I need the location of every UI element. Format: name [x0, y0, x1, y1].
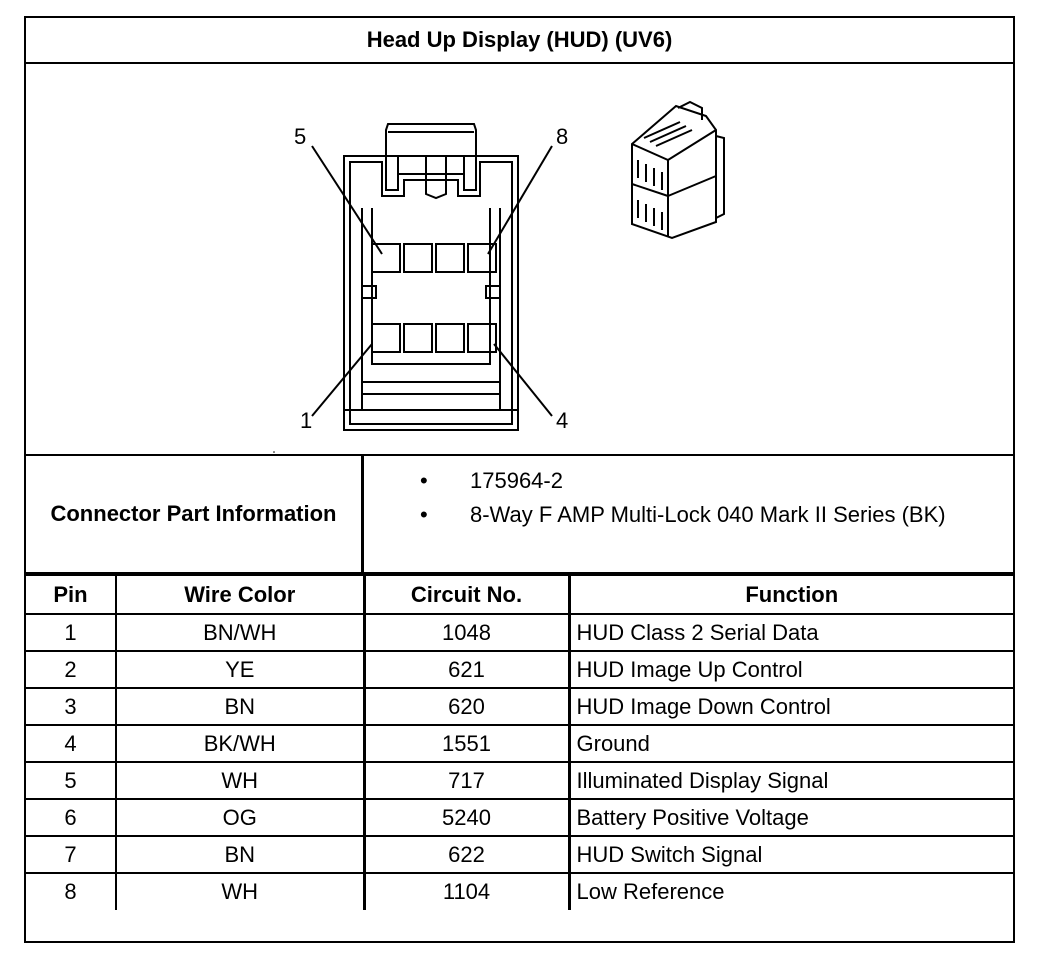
function-cell: Ground	[567, 724, 1013, 763]
connector-face-drawing: 5 8 1 4	[273, 100, 725, 453]
wire-color-cell: BN	[115, 835, 365, 874]
circuit-cell: 620	[362, 687, 570, 726]
table-row: 5 WH 717 Illuminated Display Signal	[26, 761, 1013, 800]
callout-pin-8: 8	[556, 124, 568, 149]
function-cell: Low Reference	[567, 872, 1013, 910]
wire-color-cell: WH	[115, 872, 365, 910]
part-info-list: • 175964-2 • 8-Way F AMP Multi-Lock 040 …	[364, 456, 1013, 572]
wire-color-cell: BN/WH	[115, 613, 365, 652]
pin-cell: 4	[26, 724, 117, 763]
callout-pin-5: 5	[294, 124, 306, 149]
circuit-cell: 621	[362, 650, 570, 689]
column-header-wire-color: Wire Color	[115, 574, 365, 615]
pin-cell: 2	[26, 650, 117, 689]
wire-color-cell: BN	[115, 687, 365, 726]
connector-diagram: 5 8 1 4	[26, 64, 1013, 456]
column-header-circuit: Circuit No.	[362, 574, 570, 615]
table-row: 6 OG 5240 Battery Positive Voltage	[26, 798, 1013, 837]
function-cell: HUD Image Down Control	[567, 687, 1013, 726]
column-header-function: Function	[567, 574, 1013, 615]
table-row: 4 BK/WH 1551 Ground	[26, 724, 1013, 763]
table-row: 8 WH 1104 Low Reference	[26, 872, 1013, 910]
bullet-icon: •	[420, 468, 428, 493]
circuit-cell: 1048	[362, 613, 570, 652]
connector-sheet: Head Up Display (HUD) (UV6)	[24, 16, 1015, 943]
connector-part-information: Connector Part Information • 175964-2 • …	[26, 456, 1013, 574]
function-cell: HUD Image Up Control	[567, 650, 1013, 689]
function-cell: Battery Positive Voltage	[567, 798, 1013, 837]
pin-cell: 6	[26, 798, 117, 837]
part-info-label: Connector Part Information	[26, 456, 364, 572]
wire-color-cell: OG	[115, 798, 365, 837]
wire-color-cell: YE	[115, 650, 365, 689]
pin-cell: 3	[26, 687, 117, 726]
bullet-icon: •	[420, 502, 428, 527]
callout-pin-4: 4	[556, 408, 568, 433]
part-description: 8-Way F AMP Multi-Lock 040 Mark II Serie…	[470, 502, 946, 527]
connector-iso-icon	[631, 100, 725, 240]
wire-color-cell: WH	[115, 761, 365, 800]
pin-cell: 8	[26, 872, 117, 910]
table-row: 7 BN 622 HUD Switch Signal	[26, 835, 1013, 874]
circuit-cell: 622	[362, 835, 570, 874]
wire-color-cell: BK/WH	[115, 724, 365, 763]
circuit-cell: 1104	[362, 872, 570, 910]
callout-pin-1: 1	[300, 408, 312, 433]
pinout-table: Pin Wire Color Circuit No. Function 1 BN…	[26, 574, 1013, 910]
table-header-row: Pin Wire Color Circuit No. Function	[26, 574, 1013, 615]
part-number: 175964-2	[470, 468, 563, 493]
page-title: Head Up Display (HUD) (UV6)	[26, 18, 1013, 64]
column-header-pin: Pin	[26, 574, 117, 615]
pin-cell: 1	[26, 613, 117, 652]
pin-cell: 7	[26, 835, 117, 874]
function-cell: HUD Class 2 Serial Data	[567, 613, 1013, 652]
table-row: 1 BN/WH 1048 HUD Class 2 Serial Data	[26, 613, 1013, 652]
circuit-cell: 1551	[362, 724, 570, 763]
function-cell: Illuminated Display Signal	[567, 761, 1013, 800]
function-cell: HUD Switch Signal	[567, 835, 1013, 874]
circuit-cell: 5240	[362, 798, 570, 837]
table-row: 3 BN 620 HUD Image Down Control	[26, 687, 1013, 726]
table-row: 2 YE 621 HUD Image Up Control	[26, 650, 1013, 689]
pin-cell: 5	[26, 761, 117, 800]
circuit-cell: 717	[362, 761, 570, 800]
